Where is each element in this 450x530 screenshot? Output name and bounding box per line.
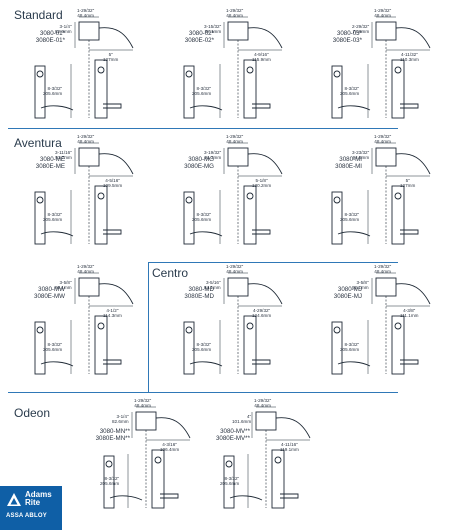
lever-drawing xyxy=(103,406,191,509)
section-title-aventura: Aventura xyxy=(14,136,62,150)
lever-figure: 3080-02*3080E-02* 1-29/32"48.4mm 3-15/32"8… xyxy=(152,8,298,128)
dim-offset: 3-15/32"88.1mm xyxy=(204,24,222,34)
dim-projection: 4-3/16"106.4mm xyxy=(160,442,180,452)
dim-offset: 3-5/16"84.1mm xyxy=(204,280,221,290)
lever-drawing xyxy=(331,142,431,245)
dim-offset: 3-19/32"91.3mm xyxy=(204,150,222,160)
lever-figure: 3080-03*3080E-03* 1-29/32"48.4mm 2-29/32"7… xyxy=(300,8,446,128)
logo-brand-line1: Adams xyxy=(25,490,52,499)
dim-offset: 3-11/16"93.7mm xyxy=(55,150,72,160)
dim-height: 8-3/32"205.6mm xyxy=(43,212,63,222)
dim-offset: 2-29/32"73.8mm xyxy=(352,24,370,34)
model-number: 3080-MN**3080E-MN** xyxy=(95,428,130,442)
dim-top-width: 1-29/32"48.4mm xyxy=(77,264,95,274)
section-divider-aventura xyxy=(8,128,398,129)
dim-height: 8-3/32"205.6mm xyxy=(192,212,212,222)
adams-rite-logo: Adams Rite ASSA ABLOY xyxy=(0,486,62,530)
lever-drawing xyxy=(223,406,311,509)
section-title-standard: Standard xyxy=(14,8,63,22)
dim-projection: 4-5/16"109.5mm xyxy=(103,178,123,188)
dim-top-width: 1-29/32"48.4mm xyxy=(134,398,152,408)
dim-projection: 5"127mm xyxy=(103,52,119,62)
lever-drawing xyxy=(34,142,134,245)
dim-projection: 4-9/16"115.9mm xyxy=(252,52,271,62)
lever-drawing xyxy=(183,16,283,119)
dim-top-width: 1-29/32"48.4mm xyxy=(374,134,392,144)
dim-projection: 5"127mm xyxy=(400,178,416,188)
section-divider-odeon xyxy=(8,392,398,393)
dim-offset: 3-1/4"82.6mm xyxy=(55,24,72,34)
dim-offset: 3-23/32"94.5mm xyxy=(352,150,370,160)
dim-height: 8-3/32"205.6mm xyxy=(340,342,360,352)
dim-height: 8-3/32"205.6mm xyxy=(340,212,360,222)
dim-offset: 3-5/8"92.1mm xyxy=(352,280,369,290)
dim-top-width: 1-29/32"48.4mm xyxy=(77,134,95,144)
lever-drawing xyxy=(331,272,431,375)
dim-height: 8-3/32"205.6mm xyxy=(100,476,120,486)
model-number: 3080-02*3080E-02* xyxy=(184,30,214,44)
dim-top-width: 1-29/32"48.4mm xyxy=(374,8,392,18)
dim-top-width: 1-29/32"48.4mm xyxy=(374,264,392,274)
model-number: 3080-01*3080E-01* xyxy=(35,30,65,44)
lever-drawing xyxy=(183,272,283,375)
dim-height: 8-3/32"205.6mm xyxy=(192,86,212,96)
dim-projection: 4-11/32"110.3mm xyxy=(400,52,419,62)
lever-drawing xyxy=(183,142,283,245)
dim-projection: 4-1/2"114.3mm xyxy=(103,308,122,318)
dim-height: 8-3/32"205.6mm xyxy=(340,86,360,96)
dim-top-width: 1-29/32"48.4mm xyxy=(226,264,244,274)
dim-offset: 3-5/8"92.1mm xyxy=(55,280,72,290)
dim-top-width: 1-29/32"48.4mm xyxy=(226,8,244,18)
dim-top-width: 1-29/32"48.4mm xyxy=(254,398,272,408)
logo-parent-company: ASSA ABLOY xyxy=(6,513,47,519)
dim-top-width: 1-29/32"48.4mm xyxy=(226,134,244,144)
dim-offset: 4"101.6mm xyxy=(232,414,252,424)
section-divider-centro xyxy=(148,262,398,263)
dim-height: 8-3/32"205.6mm xyxy=(192,342,212,352)
model-number: 3080-03*3080E-03* xyxy=(332,30,362,44)
dim-projection: 5-1/8"130.2mm xyxy=(252,178,272,188)
logo-mark-icon xyxy=(7,493,21,506)
section-title-odeon: Odeon xyxy=(14,406,51,420)
lever-drawing xyxy=(34,272,134,375)
model-number: 3080-MV**3080E-MV** xyxy=(215,428,250,442)
dim-top-width: 1-29/32"48.4mm xyxy=(77,8,95,18)
lever-drawing xyxy=(34,16,134,119)
lever-drawing xyxy=(331,16,431,119)
dim-projection: 4-11/16"119.1mm xyxy=(280,442,299,452)
dim-height: 8-3/32"205.6mm xyxy=(43,342,63,352)
lever-figure: 3080-01*3080E-01* 1-29/32"48.4mm 3-1/4"82.… xyxy=(3,8,149,128)
logo-brand-line2: Rite xyxy=(25,498,41,507)
dim-projection: 4-3/8"111.1mm xyxy=(400,308,419,318)
section-title-centro: Centro xyxy=(152,266,189,280)
lever-figure: 3080-MN**3080E-MN** 1-29/32"48.4mm 3-1/4"8… xyxy=(60,398,206,518)
dim-projection: 4-29/32"124.6mm xyxy=(252,308,272,318)
dim-offset: 3-1/4"82.6mm xyxy=(112,414,129,424)
section-divider-centro-vertical xyxy=(148,262,149,392)
dim-height: 8-3/32"205.6mm xyxy=(43,86,63,96)
dim-height: 8-3/32"205.6mm xyxy=(220,476,240,486)
